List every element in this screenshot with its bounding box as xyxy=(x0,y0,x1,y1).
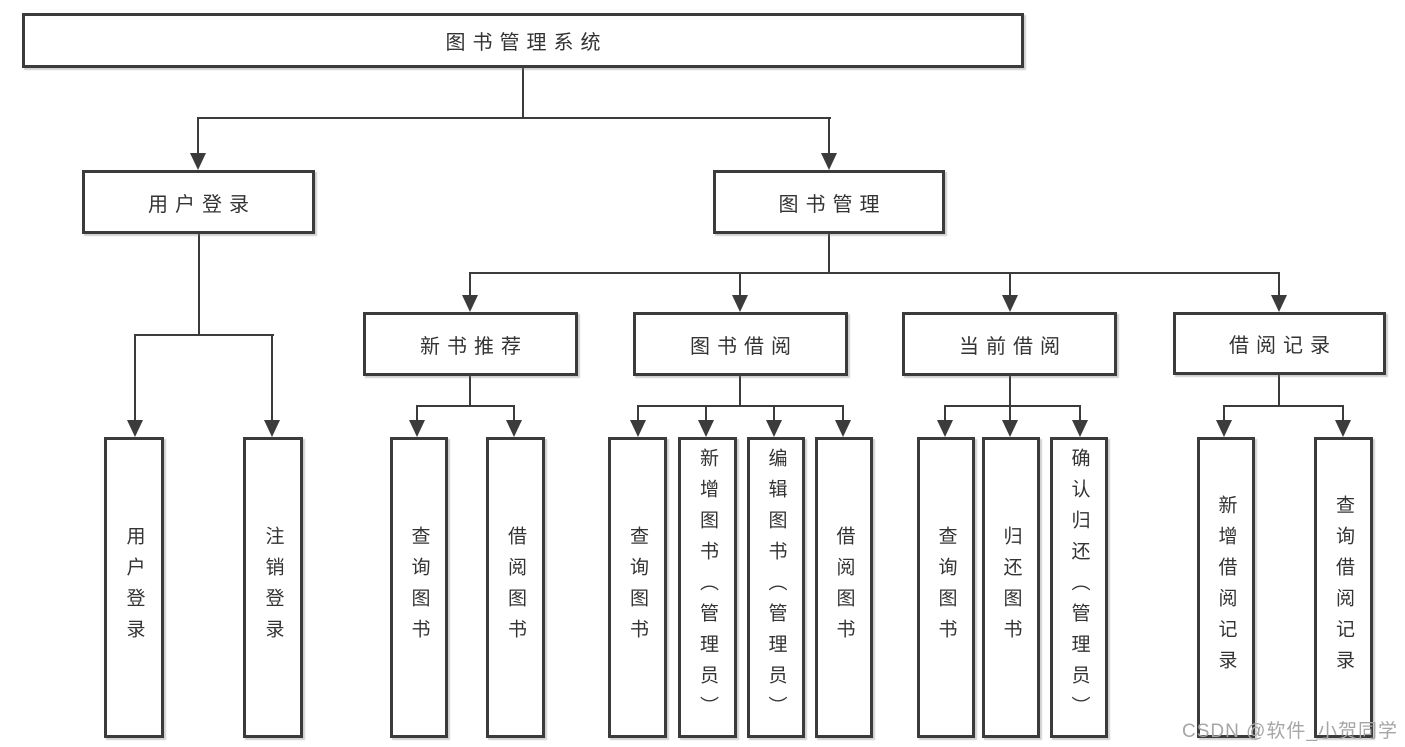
connector-line xyxy=(416,405,515,407)
connector-line xyxy=(944,405,946,422)
connector-line xyxy=(1009,374,1011,407)
arrowhead-down-icon xyxy=(732,295,748,312)
connector-line xyxy=(198,232,200,336)
leaf-label: 查询图书 xyxy=(935,525,957,650)
node-label: 图书借阅 xyxy=(690,335,798,358)
arrowhead-down-icon xyxy=(1002,420,1018,437)
leaf-logout: 注销登录 xyxy=(243,437,303,738)
connector-line xyxy=(522,66,524,119)
arrowhead-down-icon xyxy=(937,420,953,437)
connector-line xyxy=(1342,405,1344,422)
connector-line xyxy=(513,405,515,422)
connector-line xyxy=(469,374,471,407)
leaf-query-borrow-record: 查询借阅记录 xyxy=(1314,437,1373,738)
connector-line xyxy=(705,405,707,422)
leaf-borrow-books-borrowing: 借阅图书 xyxy=(815,437,873,738)
connector-line xyxy=(739,374,741,407)
connector-line xyxy=(134,334,274,336)
leaf-label: 查询借阅记录 xyxy=(1333,494,1354,681)
leaf-label: 归还图书 xyxy=(1000,525,1022,650)
node-label: 借阅记录 xyxy=(1229,335,1337,357)
leaf-query-books-borrowing: 查询图书 xyxy=(608,437,667,738)
connector-line xyxy=(842,405,844,422)
arrowhead-down-icon xyxy=(409,420,425,437)
arrowhead-down-icon xyxy=(506,420,522,437)
connector-line xyxy=(1223,405,1225,422)
leaf-label: 新增图书（管理员） xyxy=(697,448,718,727)
node-label: 图书管理系统 xyxy=(445,32,608,54)
arrowhead-down-icon xyxy=(698,420,714,437)
connector-line xyxy=(1223,405,1344,407)
node-new-book-recommend: 新书推荐 xyxy=(363,312,578,376)
leaf-confirm-return-admin: 确认归还（管理员） xyxy=(1050,437,1108,738)
connector-line xyxy=(134,334,136,422)
arrowhead-down-icon xyxy=(1072,420,1088,437)
leaf-label: 借阅图书 xyxy=(505,525,526,650)
connector-line xyxy=(828,117,830,155)
arrowhead-down-icon xyxy=(462,295,478,312)
connector-line xyxy=(1009,405,1011,422)
connector-line xyxy=(637,405,844,407)
connector-line xyxy=(197,117,831,119)
connector-line xyxy=(944,405,1081,407)
csdn-watermark: CSDN @软件_小贺同学 xyxy=(1182,721,1398,742)
leaf-edit-books-admin: 编辑图书（管理员） xyxy=(747,437,805,738)
connector-line xyxy=(739,272,741,298)
connector-line xyxy=(416,405,418,422)
arrowhead-down-icon xyxy=(766,420,782,437)
leaf-label: 编辑图书（管理员） xyxy=(765,448,787,727)
leaf-label: 确认归还（管理员） xyxy=(1068,448,1090,727)
leaf-label: 查询图书 xyxy=(627,525,648,650)
arrowhead-down-icon xyxy=(1271,295,1287,312)
arrowhead-down-icon xyxy=(190,153,206,170)
arrowhead-down-icon xyxy=(264,420,280,437)
leaf-label: 注销登录 xyxy=(262,525,284,650)
arrowhead-down-icon xyxy=(127,420,143,437)
node-library-management-system: 图书管理系统 xyxy=(22,13,1024,68)
connector-line xyxy=(271,334,273,422)
leaf-label: 新增借阅记录 xyxy=(1215,494,1237,681)
leaf-borrow-books-recommend: 借阅图书 xyxy=(486,437,545,738)
node-book-borrowing: 图书借阅 xyxy=(633,312,848,376)
connector-line xyxy=(773,405,775,422)
node-label: 图书管理 xyxy=(778,193,887,216)
leaf-add-books-admin: 新增图书（管理员） xyxy=(678,437,737,738)
connector-line xyxy=(1079,405,1081,422)
leaf-query-books-current: 查询图书 xyxy=(917,437,975,738)
connector-line xyxy=(828,232,830,274)
node-book-management: 图书管理 xyxy=(713,170,945,234)
connector-line xyxy=(637,405,639,422)
leaf-return-books: 归还图书 xyxy=(982,437,1040,738)
leaf-user-login: 用户登录 xyxy=(104,437,164,738)
node-borrowing-records: 借阅记录 xyxy=(1173,312,1386,375)
arrowhead-down-icon xyxy=(630,420,646,437)
connector-line xyxy=(197,117,199,155)
leaf-add-borrow-record: 新增借阅记录 xyxy=(1197,437,1255,738)
node-label: 用户登录 xyxy=(148,193,256,216)
connector-line xyxy=(1278,373,1280,407)
node-current-borrowing: 当前借阅 xyxy=(902,312,1117,376)
arrowhead-down-icon xyxy=(835,420,851,437)
leaf-label: 查询图书 xyxy=(408,525,430,650)
leaf-label: 借阅图书 xyxy=(833,525,855,650)
node-user-login: 用户登录 xyxy=(82,170,315,234)
arrowhead-down-icon xyxy=(1335,420,1351,437)
leaf-query-books-recommend: 查询图书 xyxy=(390,437,448,738)
arrowhead-down-icon xyxy=(821,153,837,170)
connector-line xyxy=(469,272,471,298)
node-label: 当前借阅 xyxy=(959,335,1067,358)
connector-line xyxy=(1278,272,1280,298)
leaf-label: 用户登录 xyxy=(123,525,145,650)
arrowhead-down-icon xyxy=(1002,295,1018,312)
node-label: 新书推荐 xyxy=(420,335,528,358)
connector-line xyxy=(469,272,1280,274)
connector-line xyxy=(1009,272,1011,298)
arrowhead-down-icon xyxy=(1216,420,1232,437)
